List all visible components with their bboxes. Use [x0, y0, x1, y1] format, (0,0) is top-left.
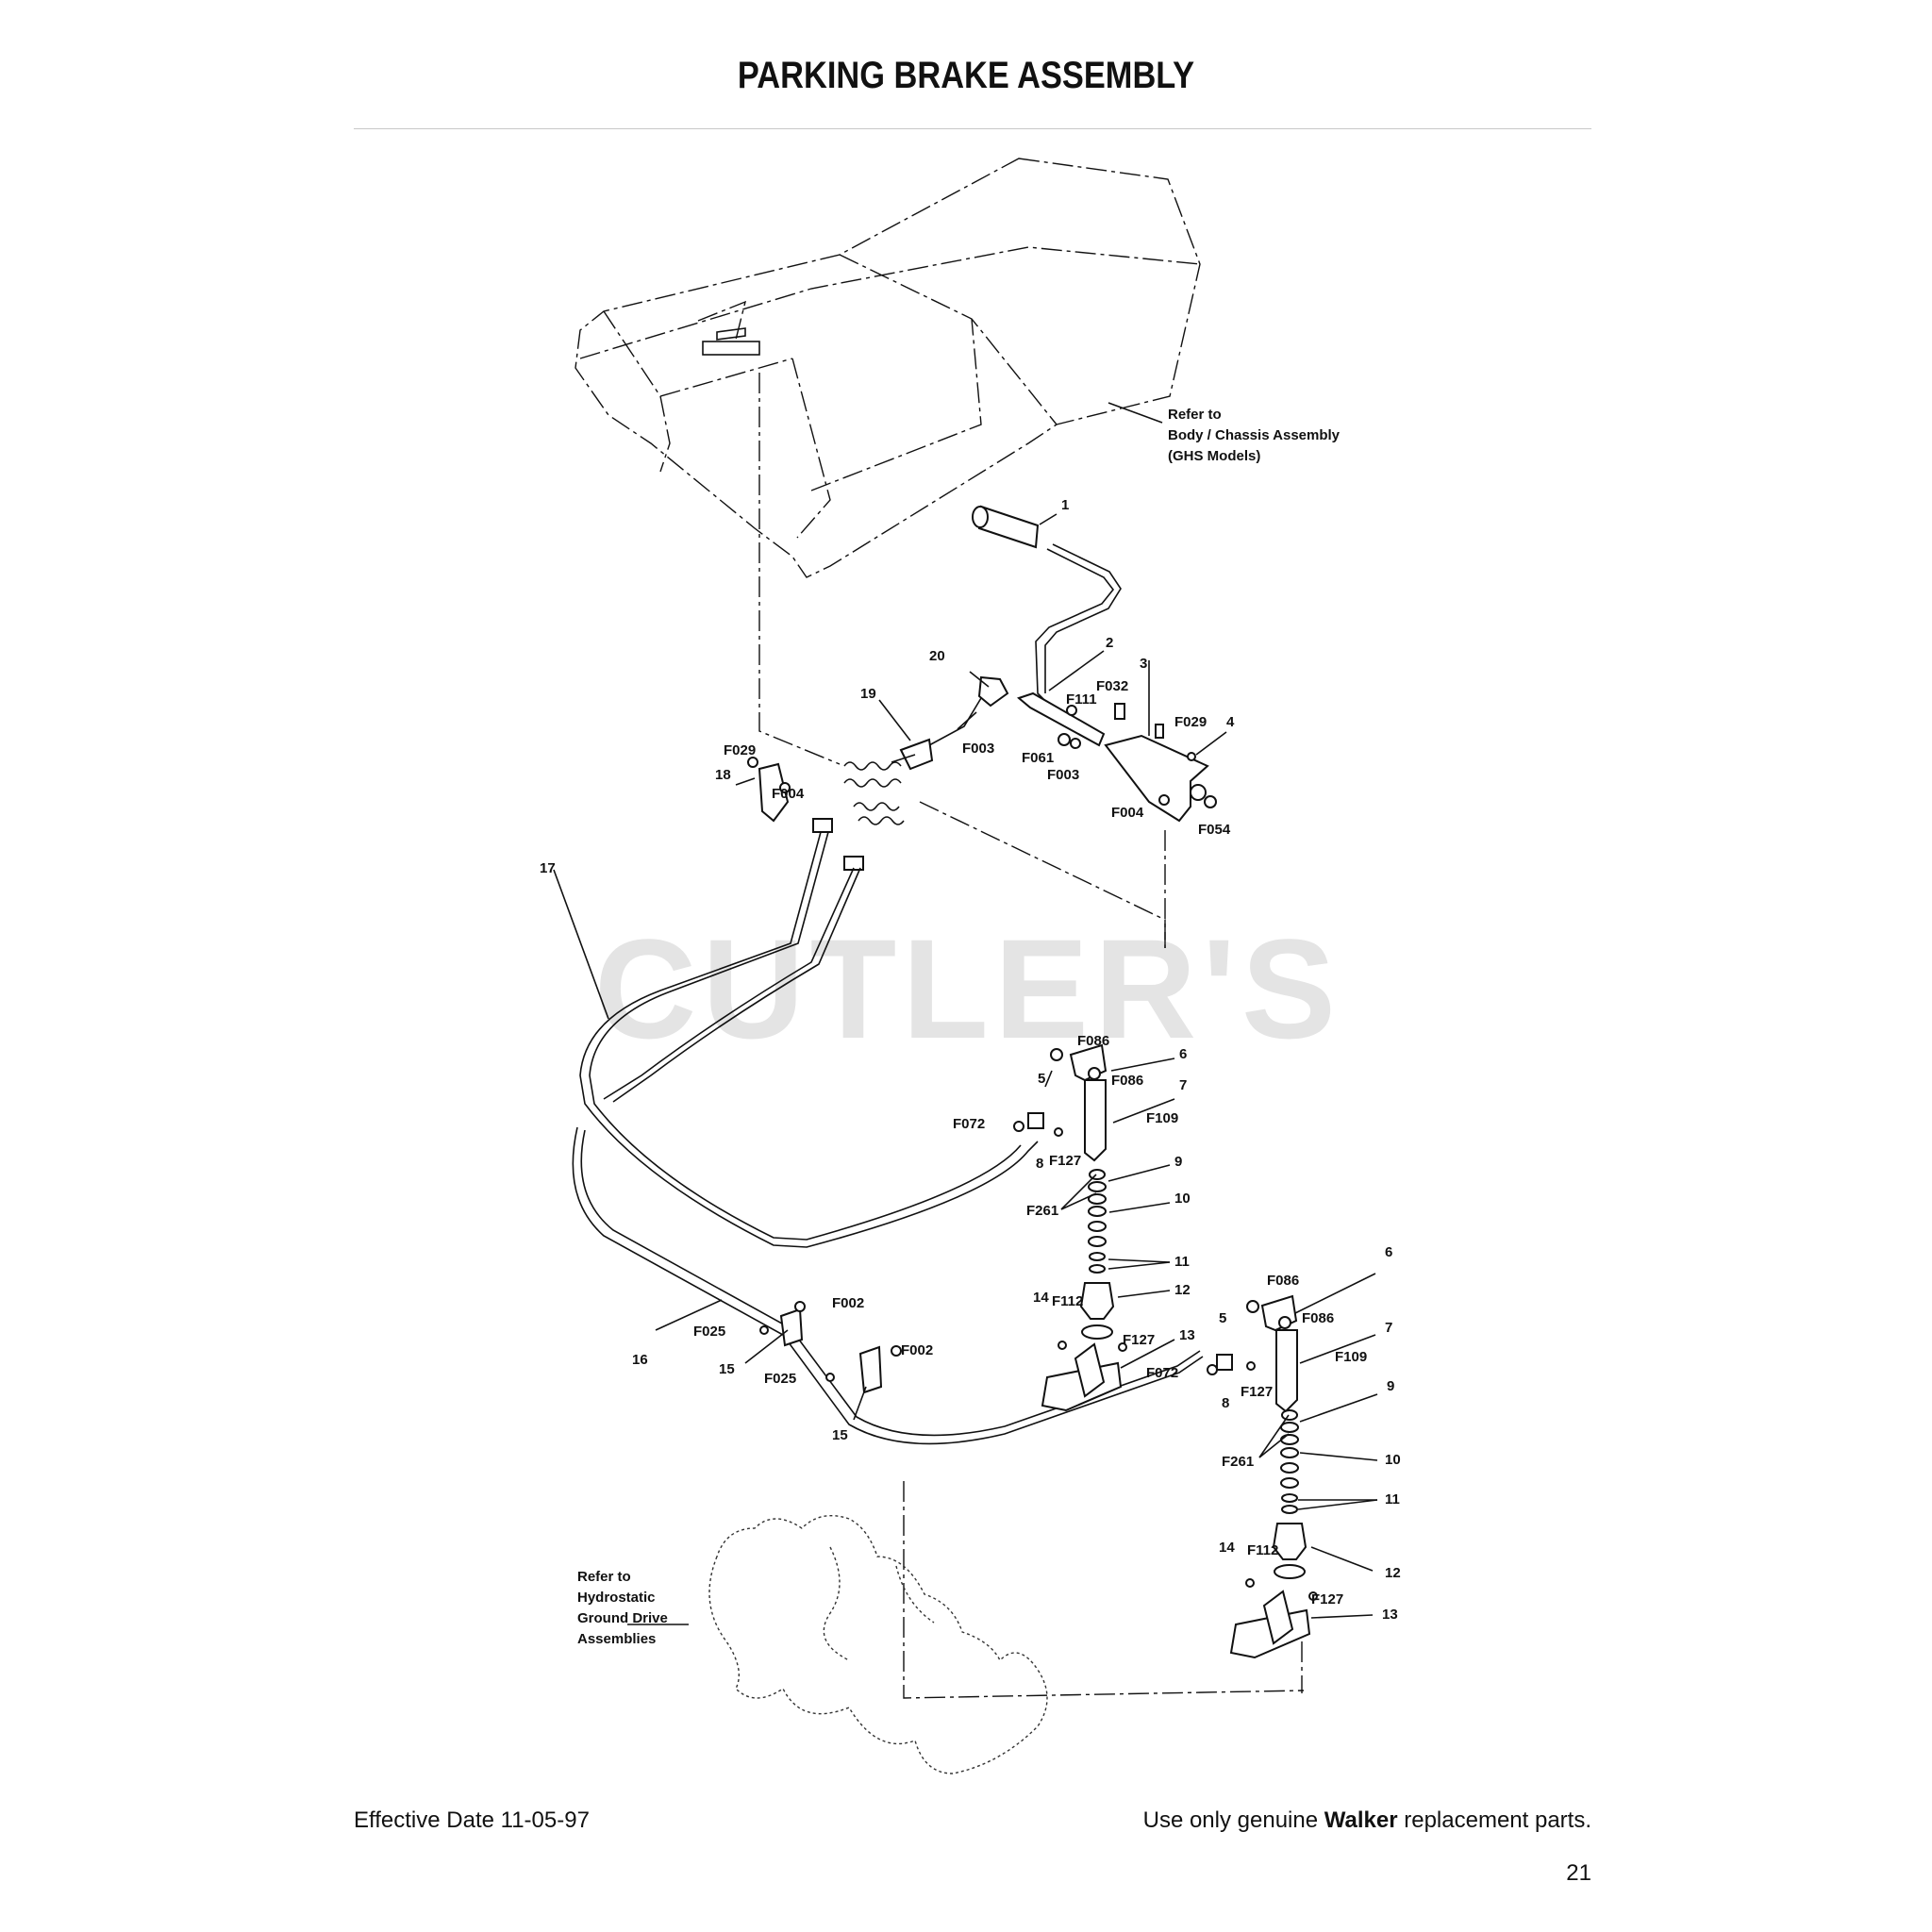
callout-10-upper: 10 — [1174, 1191, 1191, 1207]
cable-bracket-left — [747, 757, 791, 823]
callout-f112-lower: F112 — [1247, 1542, 1278, 1558]
title-divider — [354, 128, 1591, 129]
callout-12-upper: 12 — [1174, 1282, 1191, 1298]
callout-9-upper: 9 — [1174, 1154, 1182, 1170]
springs-and-cable-ends — [812, 761, 905, 871]
callout-f072-upper: F072 — [953, 1116, 985, 1132]
callout-15-a: 15 — [719, 1361, 735, 1377]
callout-f127-d: F127 — [1311, 1591, 1343, 1607]
callout-f127-b: F127 — [1123, 1332, 1155, 1348]
genuine-parts-suffix: replacement parts. — [1397, 1807, 1591, 1833]
callout-f032: F032 — [1096, 678, 1128, 694]
hydro-ref-note-line4: Assemblies — [577, 1631, 656, 1647]
callout-f003-lever: F003 — [1047, 767, 1079, 783]
body-chassis-phantom — [575, 158, 1201, 578]
hydrostatic-drive-phantom — [708, 1515, 1048, 1774]
cable-clamps — [759, 1301, 902, 1394]
lever-mount-bracket — [1104, 734, 1217, 823]
callout-15-b: 15 — [832, 1427, 848, 1443]
callout-5-upper: 5 — [1038, 1071, 1045, 1087]
callout-f111: F111 — [1066, 691, 1097, 708]
callout-11-upper: 11 — [1174, 1254, 1190, 1270]
genuine-parts-prefix: Use only genuine — [1142, 1807, 1324, 1833]
callout-3: 3 — [1140, 656, 1147, 672]
callout-f086-c: F086 — [1267, 1273, 1299, 1289]
callout-f061: F061 — [1022, 750, 1054, 766]
callout-f054: F054 — [1198, 822, 1231, 838]
callout-f004-left: F004 — [772, 786, 805, 802]
callout-f086-b: F086 — [1111, 1073, 1143, 1089]
hydro-ref-note-line2: Hydrostatic — [577, 1590, 656, 1606]
body-ref-leader — [1108, 402, 1163, 424]
callout-6-upper: 6 — [1179, 1046, 1187, 1062]
page-title: PARKING BRAKE ASSEMBLY — [737, 55, 1195, 96]
body-ref-note-line2: Body / Chassis Assembly — [1168, 427, 1341, 443]
callout-f002-b: F002 — [901, 1342, 933, 1358]
watermark-text: CUTLER'S — [594, 909, 1341, 1068]
callout-labels: 1 2 3 4 20 19 F111 F032 F029 F003 F061 F… — [540, 497, 1401, 1623]
genuine-parts-note: Use only genuine Walker replacement part… — [1143, 1807, 1591, 1834]
callout-f127-a: F127 — [1049, 1153, 1081, 1169]
callout-8-lower: 8 — [1222, 1395, 1229, 1411]
callout-10-lower: 10 — [1385, 1452, 1401, 1468]
callout-17: 17 — [540, 860, 556, 876]
callout-14-lower: 14 — [1219, 1540, 1235, 1556]
callout-f025-a: F025 — [693, 1324, 725, 1340]
callout-20: 20 — [929, 648, 945, 664]
callout-f029-left: F029 — [724, 742, 756, 758]
callout-19: 19 — [860, 686, 876, 702]
callout-18: 18 — [715, 767, 731, 783]
callout-13-upper: 13 — [1179, 1327, 1195, 1343]
callout-16: 16 — [632, 1352, 648, 1368]
callout-f109-upper: F109 — [1146, 1110, 1178, 1126]
page-number: 21 — [1566, 1860, 1591, 1886]
pivot-assembly-lower — [1207, 1294, 1318, 1659]
callout-f112-upper: F112 — [1052, 1293, 1083, 1309]
callout-f002-a: F002 — [832, 1295, 864, 1311]
brake-cables — [572, 831, 1204, 1445]
callout-6-lower: 6 — [1385, 1244, 1392, 1260]
callout-11-lower: 11 — [1385, 1491, 1400, 1507]
centerline-hydro — [903, 1481, 1305, 1699]
callout-f086-d: F086 — [1302, 1310, 1334, 1326]
pivot-assembly-upper — [1013, 1043, 1127, 1412]
lever-hardware — [1058, 703, 1196, 806]
callout-leaders — [553, 513, 1378, 1619]
callout-f029-right: F029 — [1174, 714, 1207, 730]
callout-8-upper: 8 — [1036, 1156, 1043, 1172]
callout-14-upper: 14 — [1033, 1290, 1049, 1306]
callout-5-lower: 5 — [1219, 1310, 1226, 1326]
callout-f025-b: F025 — [764, 1371, 796, 1387]
callout-f003-rod: F003 — [962, 741, 994, 757]
callout-1: 1 — [1061, 497, 1069, 513]
hydro-ref-note-line3: Ground Drive — [577, 1610, 668, 1626]
centerline-body-to-spring — [758, 373, 841, 765]
callout-7-lower: 7 — [1385, 1320, 1392, 1336]
body-ref-note-line3: (GHS Models) — [1168, 448, 1260, 464]
callout-f127-c: F127 — [1241, 1384, 1273, 1400]
callout-f072-lower: F072 — [1146, 1365, 1178, 1381]
callout-f261-lower: F261 — [1222, 1454, 1254, 1470]
callout-13-lower: 13 — [1382, 1607, 1398, 1623]
callout-f086-a: F086 — [1077, 1033, 1109, 1049]
callout-f261-upper: F261 — [1026, 1203, 1058, 1219]
callout-f109-lower: F109 — [1335, 1349, 1367, 1365]
callout-4: 4 — [1226, 714, 1235, 730]
callout-f004-right: F004 — [1111, 805, 1144, 821]
brake-handle — [972, 505, 1122, 747]
body-ref-note-line1: Refer to — [1168, 407, 1222, 423]
hydro-ref-note-line1: Refer to — [577, 1569, 631, 1585]
effective-date: Effective Date 11-05-97 — [354, 1807, 590, 1833]
callout-7-upper: 7 — [1179, 1077, 1187, 1093]
callout-2: 2 — [1106, 635, 1113, 651]
callout-9-lower: 9 — [1387, 1378, 1394, 1394]
callout-12-lower: 12 — [1385, 1565, 1401, 1581]
brand-name: Walker — [1324, 1807, 1398, 1833]
